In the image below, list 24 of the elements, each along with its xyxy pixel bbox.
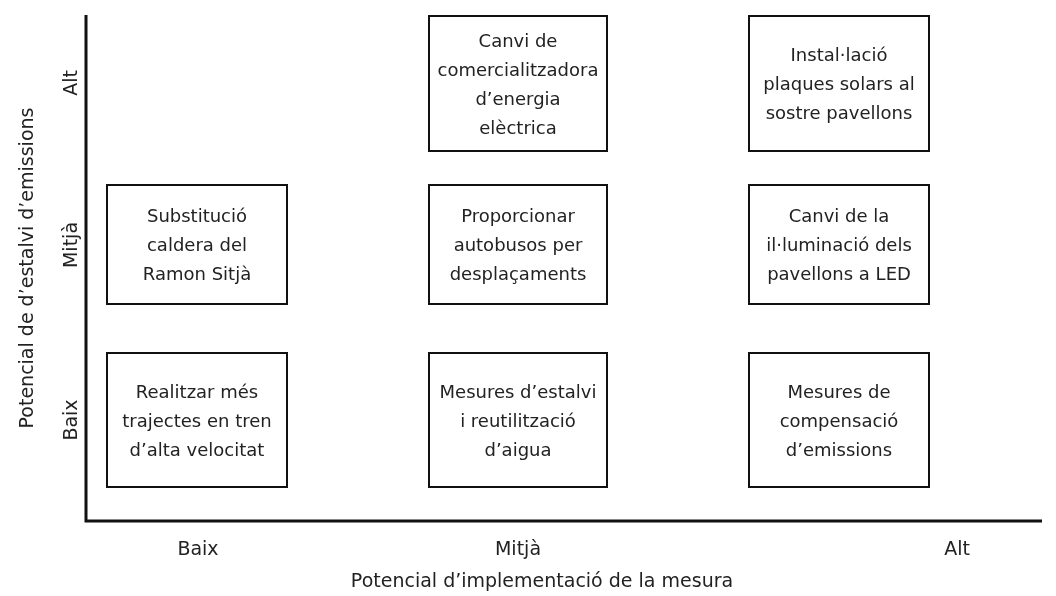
measure-box (428, 184, 608, 305)
axis-tick-label: Alt (59, 70, 81, 96)
measure-text: Proporcionar autobusos per desplaçaments (448, 204, 588, 286)
axis-tick-label: Mitjà (59, 222, 81, 268)
measure-box (106, 352, 288, 488)
measure-box (748, 184, 930, 305)
measure-text: Mesures de compensació d’emissions (778, 379, 900, 462)
axis-tick-label: Baix (177, 537, 219, 559)
axis-title: Potencial d’implementació de la mesura (350, 569, 734, 591)
axis-tick-label: Baix (59, 399, 81, 441)
measure-text: Canvi de comercialitzadora d’energia elèctrica (436, 28, 600, 140)
measure-box (428, 15, 608, 152)
measure-text: Substitució caldera del Ramon Sitjà (141, 204, 253, 286)
measure-box (106, 184, 288, 305)
measure-box (748, 352, 930, 488)
measure-text: Instal·lació plaques solars al sostre pavellons (762, 43, 916, 125)
axis-tick-label: Alt (944, 537, 970, 559)
axis-tick-label: Mitjà (495, 537, 541, 559)
measure-text: Realitzar més trajectes en tren d’alta velocitat (121, 379, 273, 462)
measure-text: Canvi de la il·luminació dels pavellons a LED (765, 204, 913, 286)
measure-box (428, 352, 608, 488)
measure-text: Mesures d’estalvi i reutilització d’aigua (438, 379, 598, 462)
axis-title: Potencial de d’estalvi d’emissions (15, 107, 37, 429)
measure-box (748, 15, 930, 152)
